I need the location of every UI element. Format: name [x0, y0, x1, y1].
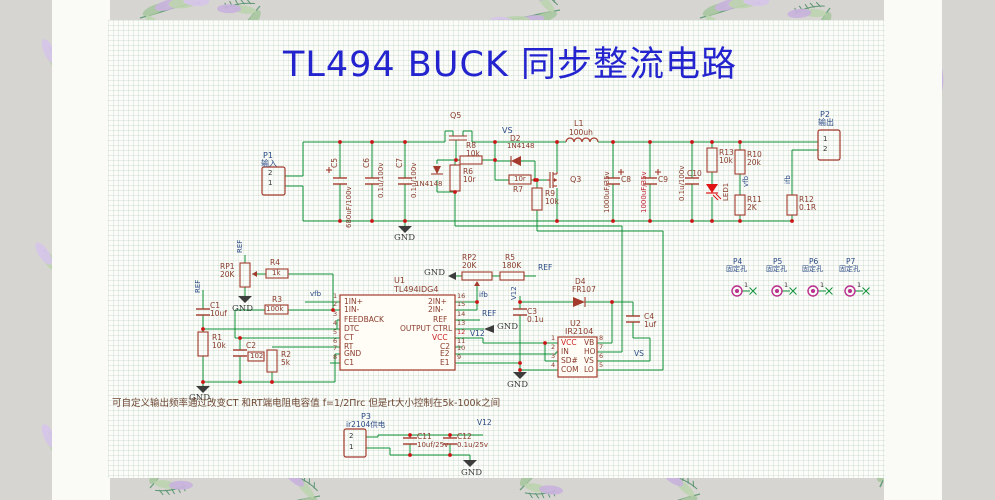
- left-floral-band: [52, 0, 110, 500]
- right-floral-band: [884, 0, 942, 500]
- schematic-sheet[interactable]: [108, 20, 885, 478]
- schematic-title: TL494 BUCK 同步整流电路: [283, 45, 737, 85]
